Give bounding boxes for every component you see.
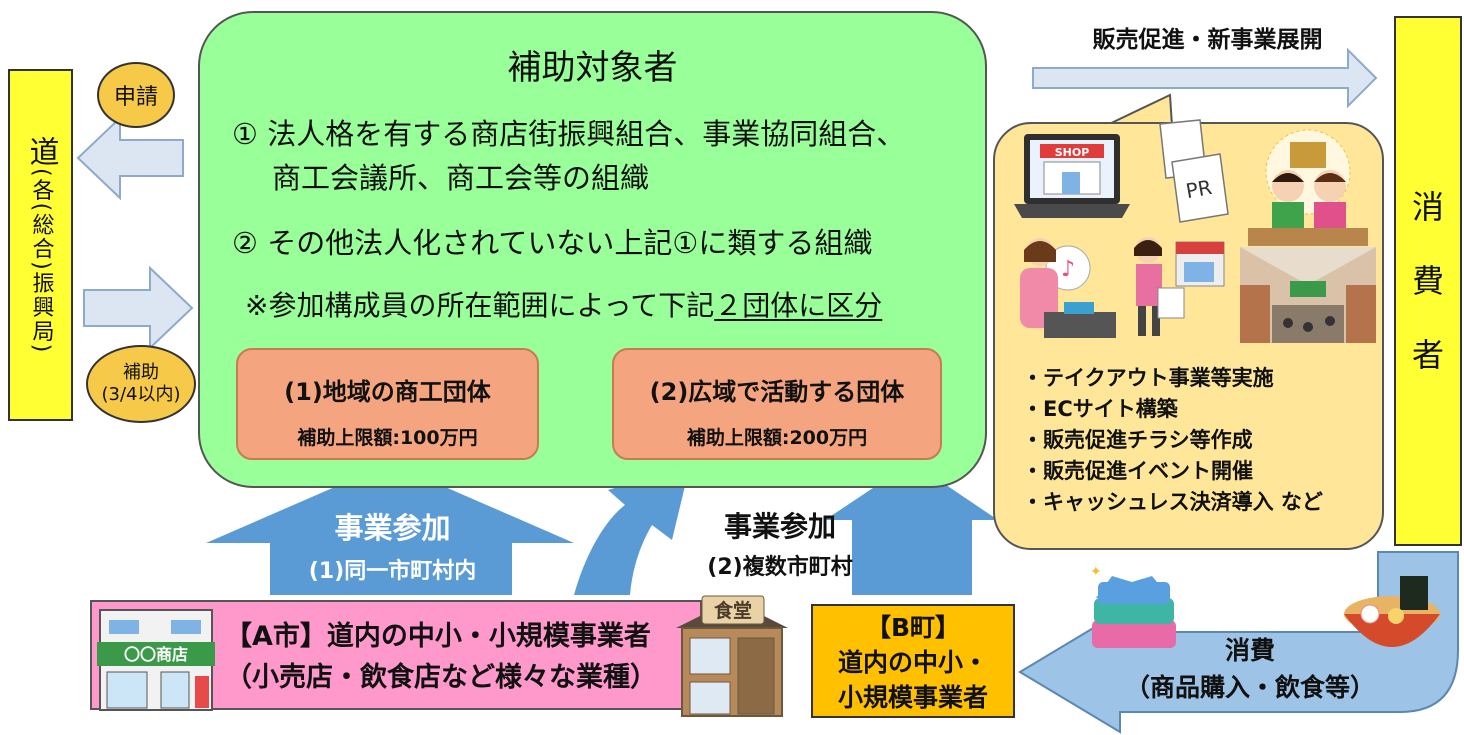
participation-1-title: 事業参加 — [334, 511, 451, 545]
subsidy-rate: (3/4以内) — [101, 384, 181, 405]
apply-label: 申請 — [113, 85, 158, 110]
group-2-title: (2)広域で活動する団体 — [649, 378, 905, 406]
b-town-box: 【B町】 道内の中小・ 小規模事業者 — [811, 604, 1015, 718]
activity-item: ・テイクアウト事業等実施 — [1022, 366, 1274, 390]
b-town-line3: 小規模事業者 — [837, 683, 988, 712]
subsidy-arrow — [83, 265, 194, 351]
shop-building-icon: 〇〇商店 — [97, 609, 215, 711]
shopping-street-icon — [1240, 247, 1376, 343]
prefecture-paren: (各(総合)振興局) — [28, 167, 54, 355]
target-item-1-line2: 商工会議所、商工会等の組織 — [272, 161, 650, 195]
activity-item: ・キャッシュレス決済導入 など — [1022, 490, 1323, 514]
a-city-line1: 【A市】道内の中小・小規模事業者 — [225, 621, 651, 652]
clothes-icon: ✦ — [1090, 564, 1176, 648]
group-card-2: (2)広域で活動する団体 補助上限額:200万円 — [612, 348, 942, 460]
apply-badge: 申請 — [97, 62, 175, 128]
group-2-limit: 補助上限額:200万円 — [686, 427, 868, 449]
target-note-underlined: ２団体に区分 — [714, 289, 883, 322]
laptop-shop-icon: SHOP — [1014, 134, 1130, 218]
target-title: 補助対象者 — [507, 48, 678, 88]
activity-item: ・販売促進イベント開催 — [1022, 459, 1253, 483]
application-arrow — [76, 115, 184, 201]
laptop-shop-sign: SHOP — [1055, 146, 1090, 159]
consumer-char-3: 者 — [1411, 336, 1444, 374]
participation-2-title: 事業参加 — [723, 510, 836, 543]
prefecture-box: 道(各(総合)振興局) — [8, 69, 73, 421]
participation-arrow-1 — [206, 463, 574, 595]
target-item-1-line1: ① 法人格を有する商店街振興組合、事業協同組合、 — [232, 117, 906, 151]
consumption-detail: （商品購入・飲食等） — [1124, 673, 1375, 702]
b-town-line2: 道内の中小・ — [837, 648, 988, 677]
participation-2-scope: (2)複数市町村 — [707, 555, 853, 580]
subsidy-label: 補助 — [122, 361, 159, 383]
svg-text:✦: ✦ — [1090, 564, 1102, 580]
event-people-icon — [1248, 129, 1368, 246]
consumer-box: 消 費 者 — [1394, 16, 1462, 546]
target-note: ※参加構成員の所在範囲によって下記２団体に区分 — [245, 284, 882, 324]
subsidy-badge: 補助 (3/4以内) — [86, 345, 196, 423]
shop-sign-text: 〇〇商店 — [124, 645, 188, 664]
group-1-limit: 補助上限額:100万円 — [297, 427, 478, 449]
activity-item: ・ECサイト構築 — [1022, 397, 1178, 421]
participation-2-label: 事業参加 (2)複数市町村 — [680, 505, 880, 581]
consumption-title: 消費 — [1224, 636, 1275, 665]
participation-1-label: 事業参加 (1)同一市町村内 — [270, 505, 515, 585]
activities-list: ・テイクアウト事業等実施 ・ECサイト構築 ・販売促進チラシ等作成 ・販売促進イ… — [1022, 363, 1323, 518]
restaurant-icon: 食堂 — [676, 595, 788, 717]
b-town-line1: 【B町】 — [865, 613, 961, 642]
consumer-char-2: 費 — [1411, 262, 1444, 300]
cashless-payment-icon: ♪ — [1020, 238, 1116, 338]
participation-1-scope: (1)同一市町村内 — [308, 559, 477, 584]
takeout-icon — [1134, 237, 1225, 336]
svg-text:♪: ♪ — [1061, 257, 1075, 282]
a-city-line2: （小売店・飲食店など様々な業種） — [225, 662, 657, 693]
consumption-label: 消費 （商品購入・飲食等） — [1115, 632, 1385, 706]
consumer-char-1: 消 — [1411, 188, 1444, 226]
promotion-arrow — [1032, 47, 1378, 109]
shokudo-sign-text: 食堂 — [714, 599, 752, 622]
group-1-title: (1)地域の商工団体 — [284, 378, 491, 406]
target-note-prefix: ※参加構成員の所在範囲によって下記 — [245, 289, 715, 322]
group-card-1: (1)地域の商工団体 補助上限額:100万円 — [236, 348, 539, 460]
a-city-text: 【A市】道内の中小・小規模事業者 （小売店・飲食店など様々な業種） — [225, 616, 657, 698]
participation-arrow-b — [825, 462, 998, 595]
ramen-icon — [1344, 576, 1440, 647]
pr-flyer-icon: PR — [1159, 119, 1229, 223]
pr-flyer-text: PR — [1184, 175, 1214, 203]
activity-item: ・販売促進チラシ等作成 — [1022, 428, 1253, 452]
target-item-1: ① 法人格を有する商店街振興組合、事業協同組合、 商工会議所、商工会等の組織 — [232, 112, 905, 200]
target-item-2: ② その他法人化されていない上記①に類する組織 — [232, 226, 873, 260]
prefecture-main: 道 — [23, 135, 59, 168]
participation-arrow-2 — [574, 465, 690, 595]
promotion-label: 販売促進・新事業展開 — [1092, 27, 1323, 53]
